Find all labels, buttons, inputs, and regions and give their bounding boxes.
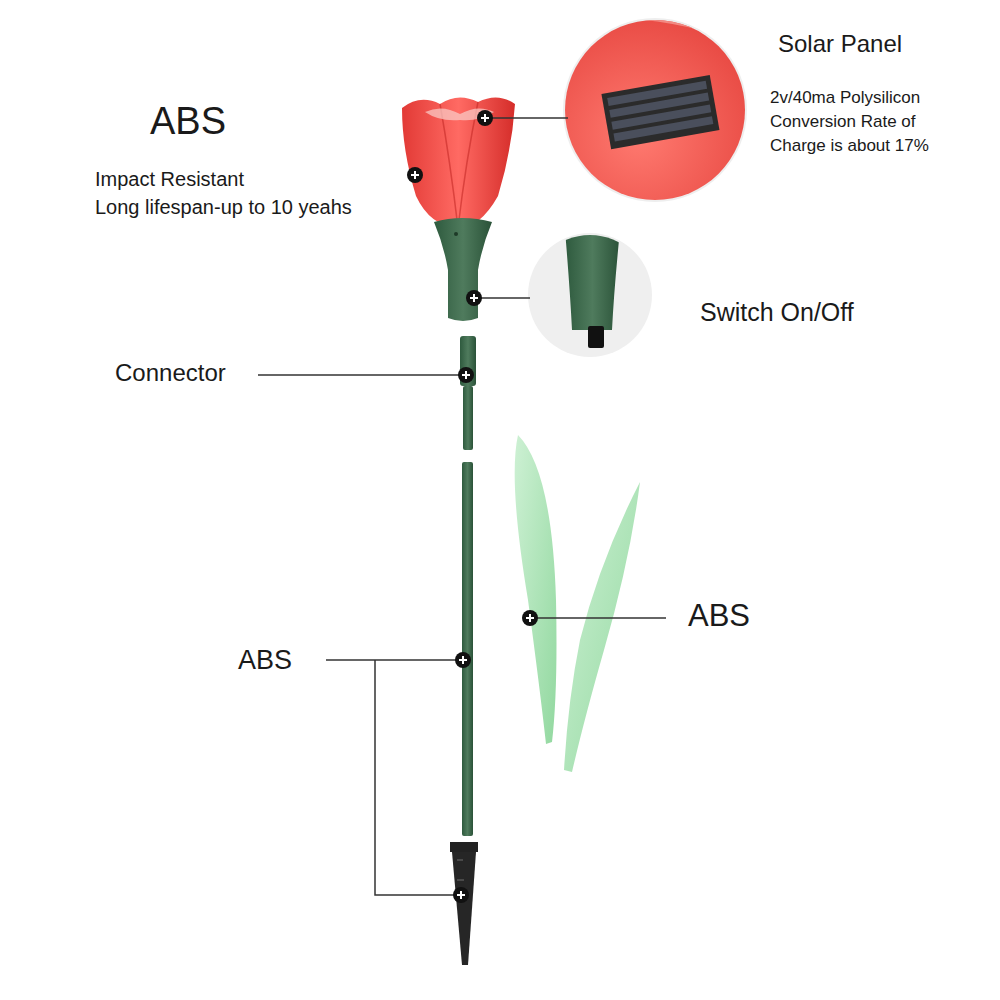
feature-note: Long lifespan-up to 10 yeahs xyxy=(95,196,352,219)
part-name: Switch On/Off xyxy=(700,298,854,327)
spec-note: 2v/40ma Polysilicon Conversion Rate of C… xyxy=(770,86,958,158)
part-name: Connector xyxy=(115,359,226,387)
feature-note: Impact Resistant xyxy=(95,168,244,191)
material-label: ABS xyxy=(688,598,750,634)
material-label: ABS xyxy=(150,100,226,144)
part-name: Solar Panel xyxy=(778,30,902,58)
material-label: ABS xyxy=(238,645,292,676)
